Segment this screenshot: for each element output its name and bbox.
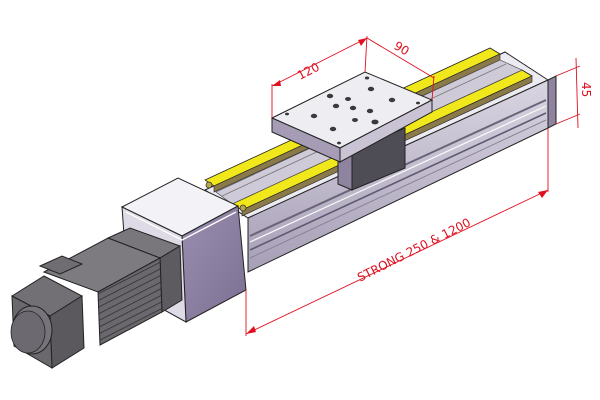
dimension-carriage-width: 90 — [391, 39, 411, 59]
dimension-stroke-label: STRONG 250 & 1200 — [355, 215, 473, 284]
dimension-lines — [245, 35, 581, 336]
motor — [10, 227, 183, 369]
carriage — [270, 71, 434, 191]
mounting-holes — [285, 76, 420, 145]
dimension-arrows — [246, 38, 548, 334]
screw-icon — [239, 204, 247, 212]
screw-icon — [205, 181, 213, 189]
dimension-height: 45 — [579, 82, 593, 97]
